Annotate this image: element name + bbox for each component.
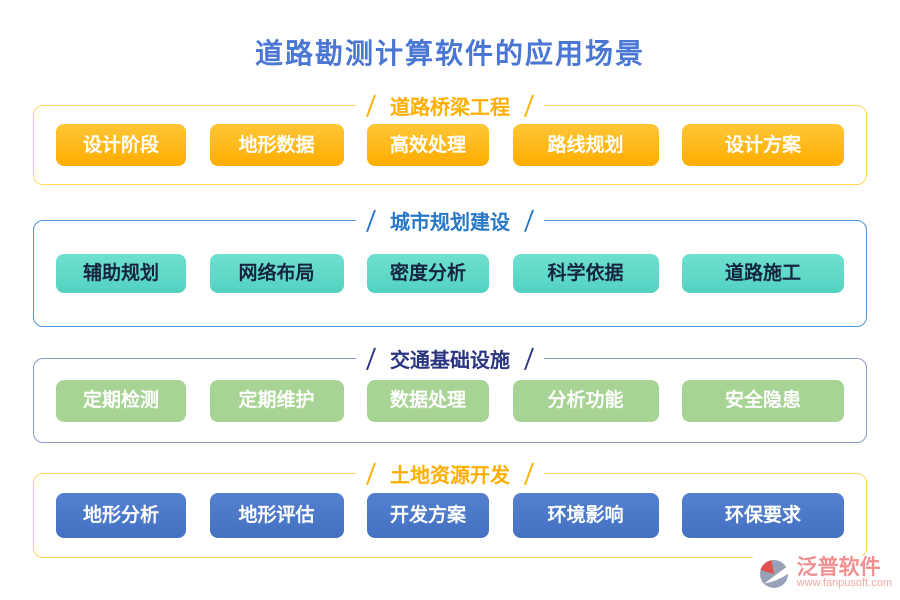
tag-periodic-inspection[interactable]: 定期检测 (56, 379, 186, 422)
tag-road-construction[interactable]: 道路施工 (682, 254, 844, 293)
section-header: 交通基础设施 (356, 343, 544, 373)
tag-route-planning[interactable]: 路线规划 (512, 124, 659, 166)
button-row: 辅助规划 网络布局 密度分析 科学依据 道路施工 (34, 221, 866, 326)
tag-analysis-function[interactable]: 分析功能 (512, 379, 659, 422)
tag-design-scheme[interactable]: 设计方案 (682, 124, 844, 166)
slash-icon (365, 347, 377, 370)
section-title: 道路桥梁工程 (390, 96, 510, 119)
slash-icon (365, 462, 377, 485)
watermark-brand: 泛普软件 (796, 555, 881, 580)
tag-scientific-basis[interactable]: 科学依据 (512, 254, 659, 293)
slash-icon (523, 94, 535, 117)
tag-density-analysis[interactable]: 密度分析 (367, 254, 489, 293)
tag-development-plan[interactable]: 开发方案 (367, 493, 489, 538)
tag-safety-hazard[interactable]: 安全隐患 (682, 379, 844, 422)
slash-icon (365, 209, 377, 232)
tag-terrain-evaluation[interactable]: 地形评估 (209, 493, 344, 538)
tag-efficient-processing[interactable]: 高效处理 (367, 124, 489, 166)
section-title: 交通基础设施 (390, 349, 510, 372)
section-header: 道路桥梁工程 (356, 90, 544, 120)
tag-terrain-analysis[interactable]: 地形分析 (56, 493, 186, 538)
section-land-resource-development: 土地资源开发 地形分析 地形评估 开发方案 环境影响 环保要求 (33, 458, 867, 558)
section-road-bridge-engineering: 道路桥梁工程 设计阶段 地形数据 高效处理 路线规划 设计方案 (33, 90, 867, 185)
watermark: 泛普软件 www.fanpusoft.com (752, 556, 892, 590)
section-transport-infrastructure: 交通基础设施 定期检测 定期维护 数据处理 分析功能 安全隐患 (33, 343, 867, 443)
tag-periodic-maintenance[interactable]: 定期维护 (209, 379, 344, 422)
tag-assisted-planning[interactable]: 辅助规划 (56, 254, 186, 293)
fanpu-logo-icon (757, 557, 793, 590)
button-row: 地形分析 地形评估 开发方案 环境影响 环保要求 (34, 474, 866, 557)
tag-environmental-impact[interactable]: 环境影响 (512, 493, 659, 538)
tag-environmental-requirements[interactable]: 环保要求 (682, 493, 844, 538)
tag-terrain-data[interactable]: 地形数据 (209, 124, 344, 166)
section-header: 土地资源开发 (356, 458, 544, 488)
tag-network-layout[interactable]: 网络布局 (209, 254, 344, 293)
slash-icon (523, 347, 535, 370)
section-title: 城市规划建设 (390, 211, 510, 234)
section-title: 土地资源开发 (390, 464, 510, 487)
watermark-url[interactable]: www.fanpusoft.com (796, 577, 892, 590)
tag-design-phase[interactable]: 设计阶段 (56, 124, 186, 166)
section-urban-planning: 城市规划建设 辅助规划 网络布局 密度分析 科学依据 道路施工 (33, 205, 867, 327)
page-title: 道路勘测计算软件的应用场景 (254, 39, 645, 70)
watermark-text: 泛普软件 www.fanpusoft.com (797, 556, 892, 590)
button-row: 设计阶段 地形数据 高效处理 路线规划 设计方案 (34, 106, 866, 184)
slash-icon (523, 209, 535, 232)
slash-icon (365, 94, 377, 117)
slash-icon (523, 462, 535, 485)
section-header: 城市规划建设 (356, 205, 544, 235)
button-row: 定期检测 定期维护 数据处理 分析功能 安全隐患 (34, 359, 866, 442)
tag-data-processing[interactable]: 数据处理 (367, 379, 489, 422)
